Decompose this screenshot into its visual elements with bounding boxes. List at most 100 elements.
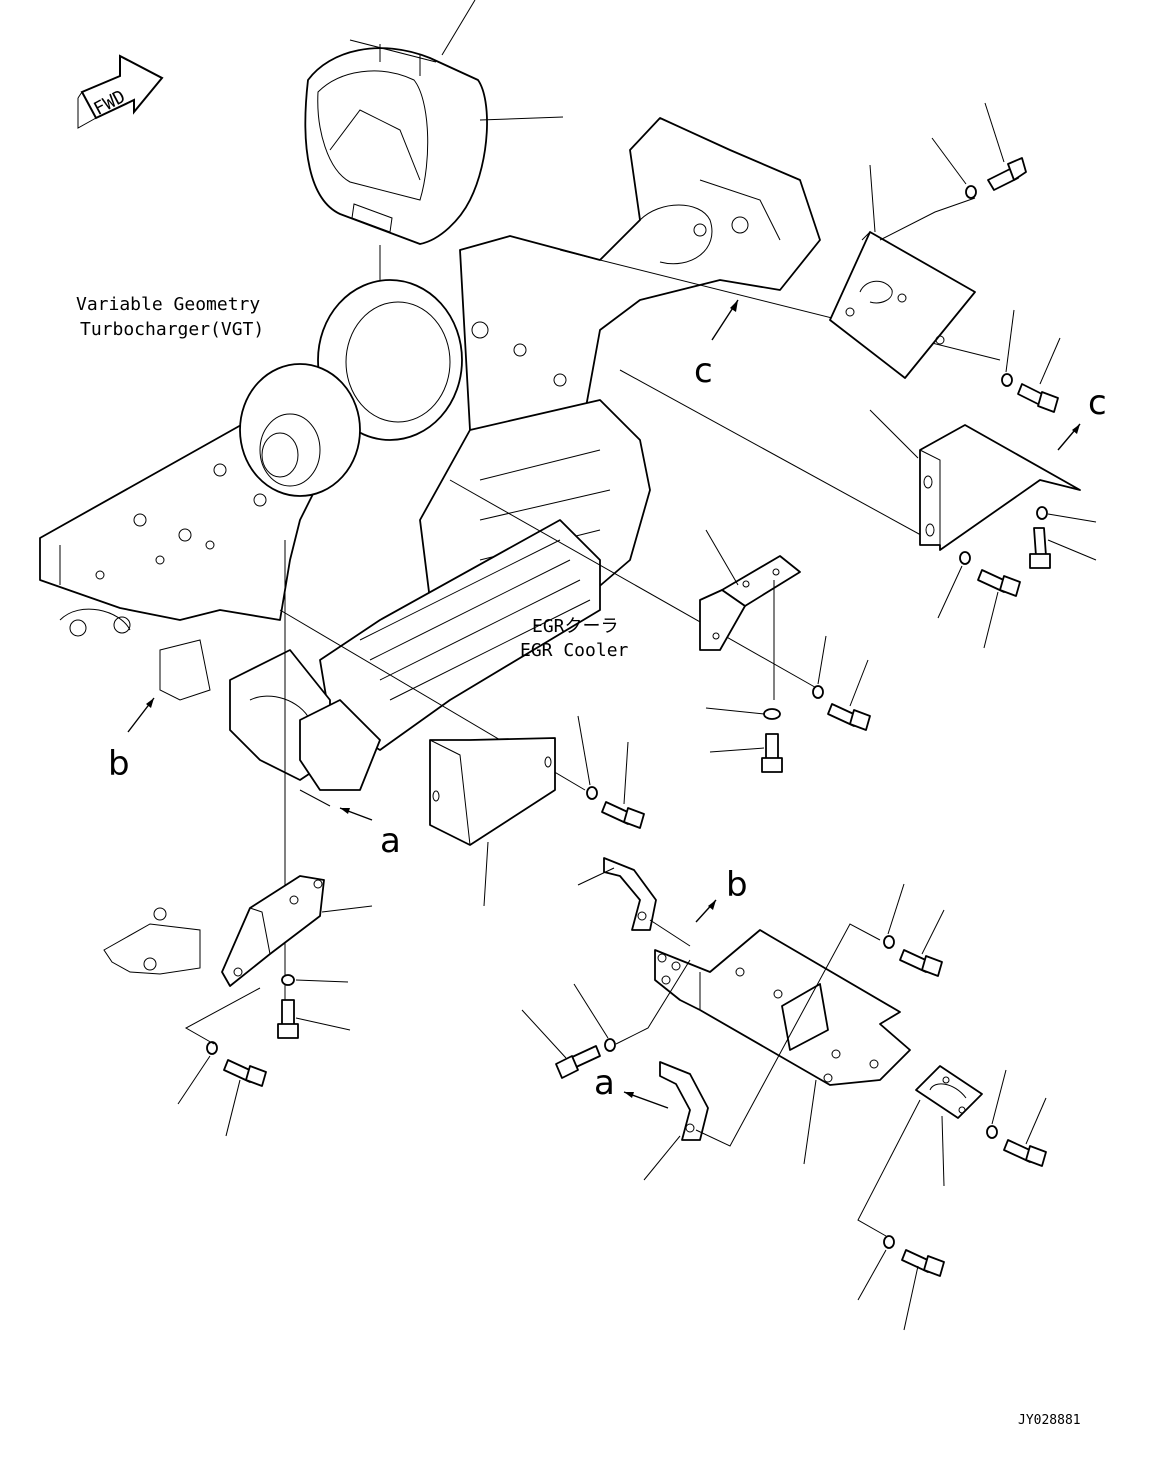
leader-line	[937, 565, 963, 619]
egr-label-en: EGR Cooler	[520, 640, 629, 661]
leader-line	[803, 1079, 817, 1165]
small-slot-plate	[915, 1065, 983, 1119]
ref-arrow-a-center	[299, 789, 373, 821]
leader-line	[983, 591, 999, 649]
washer-icon	[883, 935, 895, 949]
leader-line	[449, 479, 821, 691]
leader-line	[649, 919, 691, 947]
leader-line	[1025, 1097, 1047, 1145]
upper-hook-bracket	[603, 857, 657, 931]
lower-left-bracket	[221, 875, 325, 987]
washer-icon	[812, 685, 824, 699]
washer-icon	[959, 551, 971, 565]
leader-line	[857, 1099, 921, 1237]
leader-line	[573, 983, 609, 1039]
turbo-heat-shield	[304, 39, 488, 245]
washer-icon	[281, 974, 295, 986]
bolt-icon	[1017, 383, 1059, 413]
leader-line	[295, 1017, 351, 1031]
leader-line	[619, 369, 931, 541]
leader-line	[295, 979, 349, 983]
bolt-icon	[901, 1249, 945, 1277]
bolt-icon	[1003, 1139, 1047, 1167]
ref-arrow-b-right	[695, 899, 717, 923]
washer-icon	[986, 1125, 998, 1139]
leader-line	[857, 1249, 887, 1301]
bolt-icon	[827, 703, 871, 731]
bolt-icon	[277, 999, 299, 1039]
leader-line	[695, 923, 881, 1147]
leader-line	[941, 1115, 945, 1187]
fwd-arrow-icon: FWD	[77, 54, 164, 129]
leader-line	[177, 1055, 211, 1105]
vgt-label-line2: Turbocharger(VGT)	[80, 319, 264, 340]
fwd-label: FWD	[90, 86, 129, 120]
leader-line	[483, 841, 489, 907]
leader-line	[984, 102, 1005, 163]
bolt-icon	[223, 1059, 267, 1087]
leader-line	[869, 409, 919, 459]
ref-label-c-right: c	[1088, 383, 1107, 423]
leader-line	[1047, 513, 1097, 523]
leader-line	[1047, 539, 1097, 561]
leader-line	[879, 197, 976, 241]
bolt-icon	[977, 569, 1021, 597]
ref-arrow-c-upper	[711, 299, 739, 341]
bolt-icon	[899, 949, 943, 977]
ref-label-b: b	[108, 744, 130, 784]
engine-stub-part	[103, 907, 201, 975]
ref-label-a-right: a	[594, 1063, 615, 1103]
upper-right-plate-bracket	[829, 231, 976, 379]
leader-line	[1039, 337, 1061, 385]
leader-line	[1005, 309, 1015, 373]
ref-arrow-c-right	[1057, 423, 1081, 451]
leader-line	[577, 715, 591, 786]
ref-label-b-right: b	[726, 865, 748, 905]
leader-line	[991, 1069, 1007, 1125]
leader-line	[479, 116, 564, 121]
washer-icon	[763, 708, 781, 720]
leader-line	[709, 747, 765, 753]
engine-assembly	[39, 117, 821, 791]
leader-line	[849, 659, 869, 707]
leader-line	[441, 0, 476, 56]
ref-label-a: a	[380, 821, 401, 861]
leader-line	[705, 529, 739, 586]
leader-line	[705, 707, 765, 715]
ref-label-c: c	[694, 351, 713, 391]
egr-label-jp: EGRクーラ	[532, 616, 619, 637]
leader-line	[184, 987, 261, 1045]
leader-line	[817, 635, 827, 685]
lower-hook-bracket	[659, 1061, 709, 1141]
right-l-bracket	[919, 424, 1081, 551]
drawing-number: JY028881	[1018, 1413, 1081, 1428]
washer-icon	[586, 786, 598, 800]
leader-line	[615, 959, 691, 1045]
vgt-label-line1: Variable Geometry	[76, 294, 260, 315]
bolt-icon	[1029, 527, 1051, 569]
washer-icon	[1036, 506, 1048, 520]
leader-line	[623, 741, 629, 805]
center-l-bracket	[429, 737, 556, 846]
bolt-icon	[761, 733, 783, 773]
washer-icon	[206, 1041, 218, 1055]
leader-line	[643, 1135, 681, 1181]
leader-line	[887, 883, 905, 935]
ref-arrow-b-left	[127, 697, 155, 733]
leader-line	[869, 164, 876, 233]
washer-icon	[1001, 373, 1013, 387]
leader-line	[225, 1079, 241, 1137]
leader-line	[903, 1265, 919, 1331]
washer-icon	[883, 1235, 895, 1249]
ref-arrow-a-right	[623, 1091, 669, 1109]
leader-line	[321, 905, 373, 913]
leader-line	[521, 1009, 567, 1059]
middle-bracket	[699, 555, 801, 700]
bolt-icon	[987, 157, 1027, 191]
washer-icon	[604, 1038, 616, 1052]
leader-line	[577, 867, 615, 886]
bolt-icon	[555, 1045, 601, 1079]
bolt-icon	[601, 801, 645, 829]
